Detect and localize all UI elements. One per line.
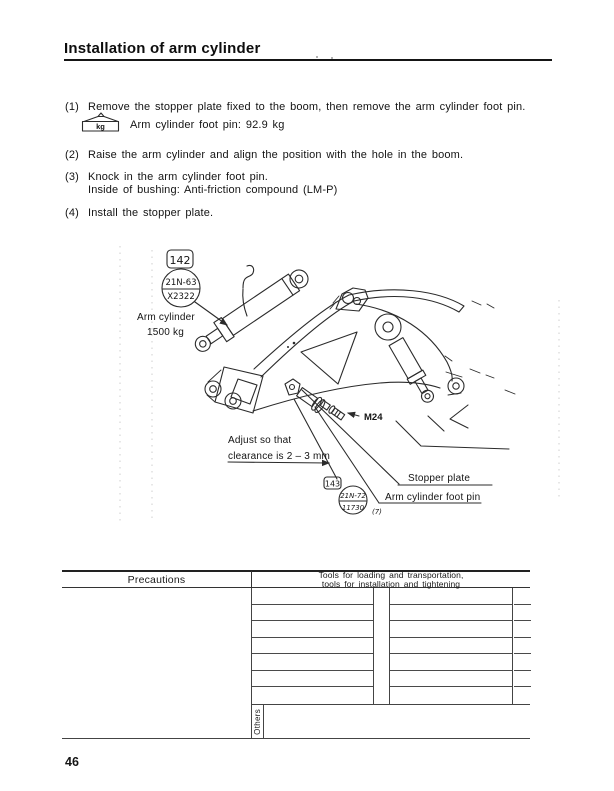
arm-cylinder-weight: 1500 kg <box>147 327 184 338</box>
foot-pin-label: Arm cylinder foot pin <box>385 492 480 503</box>
step-number: (3) <box>65 171 79 183</box>
table-row <box>252 654 373 671</box>
arm-cylinder-label: Arm cylinder <box>137 312 195 323</box>
step-3: (3) Knock in the arm cylinder foot pin. … <box>65 171 551 197</box>
table-row <box>514 638 531 655</box>
step-number: (2) <box>65 149 79 161</box>
scan-speck <box>331 57 333 59</box>
tools-header-line1: Tools for loading and transportation, <box>318 569 464 580</box>
adjust-note-line1: Adjust so that <box>228 435 291 446</box>
scan-speck <box>316 56 318 58</box>
exploded-pin-parts: M24 <box>284 378 383 423</box>
part-qty: (7) <box>372 508 382 516</box>
table-row <box>252 638 373 655</box>
part-number-line2: X2322 <box>167 292 194 302</box>
others-header-cell: Others <box>252 705 264 738</box>
table-row <box>252 687 373 704</box>
others-label: Others <box>253 708 262 735</box>
lifting-hook-icon <box>242 264 255 317</box>
table-row <box>252 588 373 605</box>
step-text: Remove the stopper plate fixed to the bo… <box>88 101 526 113</box>
step-number: (4) <box>65 207 79 219</box>
table-row <box>514 605 531 622</box>
scan-artifact-lines <box>119 246 560 524</box>
callout-arm-cylinder-part: 142 21N-63 X2322 <box>161 249 228 326</box>
table-row <box>252 671 373 688</box>
callout-ref-142: 142 <box>170 254 191 267</box>
table-row <box>390 671 512 688</box>
table-header-precautions: Precautions <box>62 570 251 588</box>
tools-header-line2: tools for installation and tightening <box>321 578 461 589</box>
weight-note: Arm cylinder foot pin: 92.9 kg <box>130 119 285 131</box>
leader-lines <box>227 389 493 504</box>
step-number: (1) <box>65 101 79 113</box>
table-row <box>514 588 531 605</box>
kg-icon-label: kg <box>96 122 105 131</box>
callout-ref-143: 143 <box>325 480 340 489</box>
step-2: (2) Raise the arm cylinder and align the… <box>65 149 551 162</box>
step-text: Install the stopper plate. <box>88 207 214 219</box>
table-header-tools: Tools for loading and transportation, to… <box>251 570 530 588</box>
precautions-header-label: Precautions <box>127 573 186 586</box>
page-title: Installation of arm cylinder <box>64 40 261 57</box>
table-row <box>390 621 512 638</box>
step-text-2: Inside of bushing: Anti-friction compoun… <box>88 184 338 196</box>
table-row <box>514 687 531 704</box>
weight-kg-icon: kg <box>81 112 120 132</box>
tools-column-left <box>252 588 374 704</box>
tools-grid <box>251 588 531 705</box>
table-row <box>390 588 512 605</box>
table-row <box>390 605 512 622</box>
step-1: (1) Remove the stopper plate fixed to th… <box>65 101 551 114</box>
table-row <box>514 621 531 638</box>
title-underline <box>64 59 552 61</box>
table-row <box>252 605 373 622</box>
step-text: Raise the arm cylinder and align the pos… <box>88 149 464 161</box>
tools-column-middle <box>389 588 513 704</box>
adjust-note-line2: clearance is 2 – 3 mm <box>228 451 330 462</box>
table-row <box>390 638 512 655</box>
arm-cylinder-drawing <box>194 269 309 352</box>
boom-drawing <box>204 287 516 450</box>
step-text: Knock in the arm cylinder foot pin. <box>88 171 268 183</box>
part-number-line1: 21N-72 <box>340 492 366 500</box>
table-row <box>514 654 531 671</box>
table-row <box>252 621 373 638</box>
arm-cylinder-diagram: 142 21N-63 X2322 Arm cylinder 1500 kg <box>119 246 560 524</box>
table-bottom-rule <box>62 738 251 739</box>
part-number-line2: 11730 <box>342 504 365 512</box>
table-row <box>390 687 512 704</box>
callout-foot-pin-part: 143 21N-72 11730 (7) <box>323 476 382 516</box>
step-4: (4) Install the stopper plate. <box>65 207 551 220</box>
bolt-size-label: M24 <box>364 412 383 423</box>
tools-column-right <box>514 588 531 704</box>
table-row <box>514 671 531 688</box>
part-number-line1: 21N-63 <box>165 278 196 288</box>
page-number: 46 <box>65 755 79 769</box>
table-row <box>390 654 512 671</box>
stopper-plate-label: Stopper plate <box>408 473 470 484</box>
others-row: Others <box>251 705 530 739</box>
